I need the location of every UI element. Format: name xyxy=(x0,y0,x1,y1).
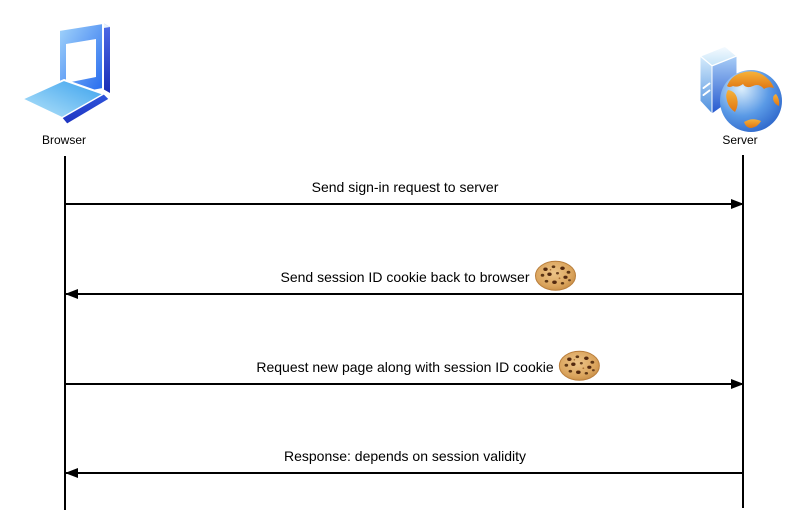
server-globe-icon xyxy=(699,45,782,132)
actor-server xyxy=(694,40,794,143)
message-label: Send session ID cookie back to browser xyxy=(280,260,577,291)
browser-lifeline xyxy=(64,156,66,510)
cookie-icon xyxy=(559,350,601,381)
message-text: Request new page along with session ID c… xyxy=(256,359,554,375)
message-arrow xyxy=(65,289,743,299)
arrowhead-left-icon xyxy=(65,289,78,299)
message-text: Response: depends on session validity xyxy=(283,448,527,464)
message-arrow xyxy=(66,379,744,389)
arrowhead-right-icon xyxy=(731,379,744,389)
arrowhead-left-icon xyxy=(65,468,78,478)
message-text: Send session ID cookie back to browser xyxy=(280,269,530,285)
server-lifeline xyxy=(742,155,744,508)
actor-server-label: Server xyxy=(722,133,758,147)
message-text: Send sign-in request to server xyxy=(311,179,499,195)
message-label: Send sign-in request to server xyxy=(312,179,499,195)
message-label: Response: depends on session validity xyxy=(284,448,526,464)
actor-browser-label: Browser xyxy=(41,133,87,147)
arrowhead-right-icon xyxy=(731,199,744,209)
actor-browser xyxy=(18,14,118,137)
message-arrow xyxy=(65,468,743,478)
message-label: Request new page along with session ID c… xyxy=(256,350,601,381)
cookie-icon xyxy=(535,260,577,291)
message-arrow xyxy=(66,199,744,209)
laptop-browser-icon xyxy=(21,22,110,125)
